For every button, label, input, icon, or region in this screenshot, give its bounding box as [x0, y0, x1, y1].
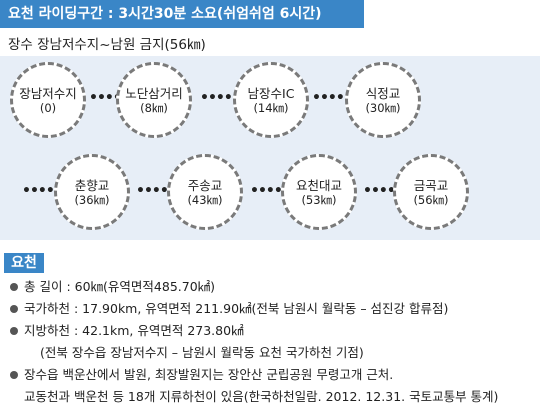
bullet-icon [10, 305, 18, 313]
list-item-continuation: (전북 장수읍 장남저수지 – 남원시 월락동 요천 국가하천 기점) [10, 342, 536, 364]
stop-name: 금곡교 [413, 177, 449, 193]
stop-name: 식정교 [365, 85, 401, 101]
section-label: 요천 [4, 253, 44, 273]
list-item-text: 지방하천 : 42.1km, 유역면적 273.80㎢ [24, 323, 244, 338]
stop-distance: (53㎞) [301, 192, 337, 207]
stop-node: 장남저수지 (0) [10, 62, 86, 138]
stop-node: 주송교 (43㎞) [167, 154, 243, 230]
stop-distance: (56㎞) [413, 192, 449, 207]
connector-dots: •••• [250, 183, 283, 199]
page-title: 요천 라이딩구간 : 3시간30분 소요(쉬엄쉬엄 6시간) [0, 0, 364, 28]
list-item-text: 교동천과 백운천 등 18개 지류하천이 있음(한국하천일람. 2012. 12… [24, 389, 499, 404]
stop-node: 식정교 (30㎞) [345, 62, 421, 138]
list-item-text: 총 길이 : 60㎞(유역면적485.70㎢) [24, 279, 216, 294]
stop-node: 춘향교 (36㎞) [54, 154, 130, 230]
stop-distance: (0) [39, 100, 57, 115]
list-item-text: 장수읍 백운산에서 발원, 최장발원지는 장안산 군립공원 무령고개 근처. [24, 367, 394, 382]
stop-distance: (14㎞) [253, 100, 289, 115]
stop-node: 남장수IC (14㎞) [233, 62, 309, 138]
stop-name: 주송교 [187, 177, 223, 193]
stop-node: 노단삼거리 (8㎞) [116, 62, 192, 138]
list-item: 지방하천 : 42.1km, 유역면적 273.80㎢ [10, 320, 536, 342]
bullet-icon [10, 371, 18, 379]
stop-distance: (36㎞) [74, 192, 110, 207]
list-item: 총 길이 : 60㎞(유역면적485.70㎢) [10, 276, 536, 298]
river-info-list: 총 길이 : 60㎞(유역면적485.70㎢) 국가하천 : 17.90km, … [10, 276, 536, 408]
bullet-icon [10, 327, 18, 335]
list-item: 장수읍 백운산에서 발원, 최장발원지는 장안산 군립공원 무령고개 근처. [10, 364, 536, 386]
connector-dots: •••• [363, 183, 396, 199]
stop-name: 요천대교 [295, 177, 342, 193]
stop-name: 노단삼거리 [125, 85, 183, 101]
connector-dots: •••• [200, 90, 233, 106]
stop-name: 장남저수지 [19, 85, 77, 101]
stop-distance: (30㎞) [365, 100, 401, 115]
stop-node: 요천대교 (53㎞) [281, 154, 357, 230]
stop-name: 남장수IC [247, 85, 295, 101]
connector-dots: •••• [136, 183, 169, 199]
list-item-continuation: 교동천과 백운천 등 18개 지류하천이 있음(한국하천일람. 2012. 12… [10, 386, 536, 408]
connector-dots: •••• [89, 90, 122, 106]
stop-distance: (43㎞) [187, 192, 223, 207]
stop-node: 금곡교 (56㎞) [393, 154, 469, 230]
connector-dots: •••• [312, 90, 345, 106]
connector-dots: •••• [22, 183, 55, 199]
bullet-icon [10, 283, 18, 291]
stop-name: 춘향교 [74, 177, 110, 193]
list-item-text: 국가하천 : 17.90km, 유역면적 211.90㎢(전북 남원시 월락동 … [24, 301, 449, 316]
stop-distance: (8㎞) [140, 100, 168, 115]
list-item: 국가하천 : 17.90km, 유역면적 211.90㎢(전북 남원시 월락동 … [10, 298, 536, 320]
route-subtitle: 장수 장남저수지~남원 금지(56㎞) [8, 37, 206, 53]
list-item-text: (전북 장수읍 장남저수지 – 남원시 월락동 요천 국가하천 기점) [40, 345, 364, 360]
